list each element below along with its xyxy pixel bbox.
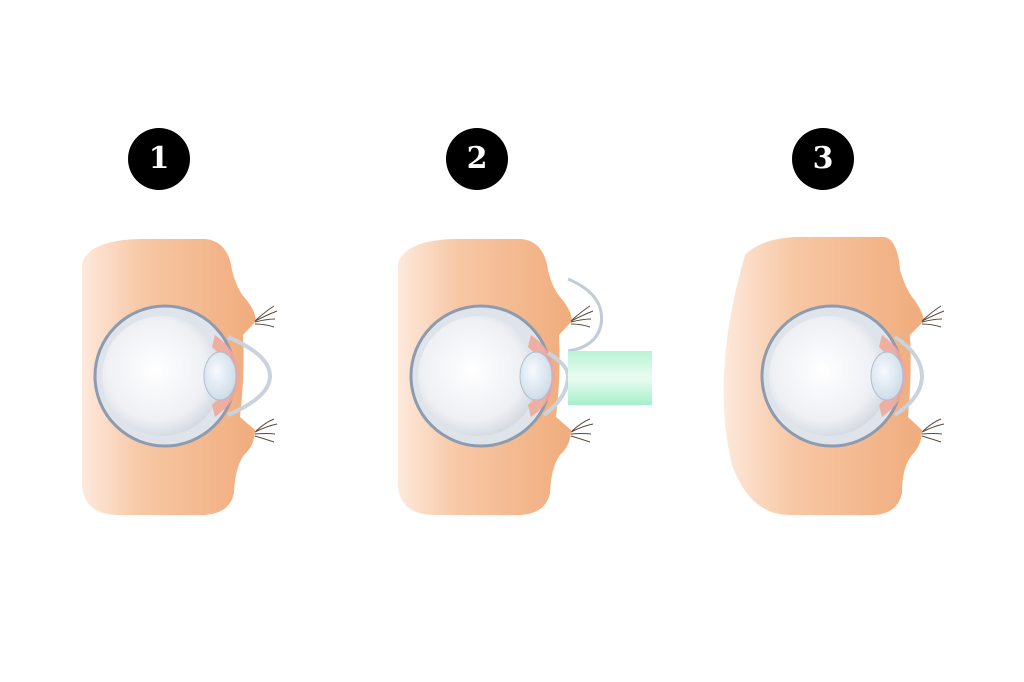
lower-eyelash [570,418,594,443]
iris [212,335,240,417]
step-1: 1 [0,0,340,682]
vitreous [769,316,889,436]
step-number-badge: 1 [128,128,190,190]
upper-eyelash [921,305,945,328]
upper-eyelash [254,305,278,328]
vitreous [102,316,222,436]
eye-cross-section-laser-icon [398,239,652,515]
laser-beam [568,351,652,405]
corneal-flap [567,277,604,353]
step-number: 1 [148,141,170,176]
cornea [893,335,925,417]
cornea [227,335,273,417]
vitreous [418,316,538,436]
step-number-badge: 2 [446,128,508,190]
eye-cross-section-reshaped-cornea-icon [723,237,945,515]
iris [879,335,907,417]
lower-eyelash [254,418,278,443]
eye-cross-section-icon [82,239,278,515]
lens [519,351,553,401]
step-number: 2 [466,141,488,176]
step-2: 2 [316,0,656,682]
step-3: 3 [650,0,990,682]
step-number: 3 [812,141,834,176]
upper-eyelash [570,305,594,328]
step-number-badge: 3 [792,128,854,190]
lower-eyelash [921,418,945,443]
lens [203,351,237,401]
lens [870,351,904,401]
